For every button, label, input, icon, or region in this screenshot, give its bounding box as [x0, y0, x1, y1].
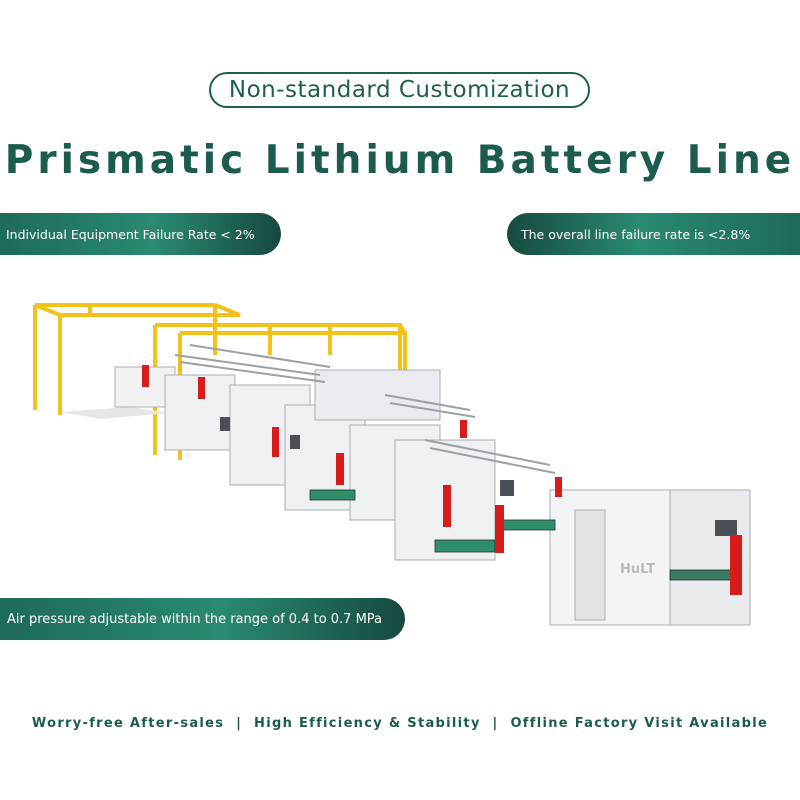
- equipment-failure-text: Individual Equipment Failure Rate < 2%: [6, 226, 255, 242]
- machine-brand-label: HuLT: [620, 562, 655, 577]
- machine-blocks: [114, 366, 751, 626]
- customization-tag-text: Non-standard Customization: [228, 77, 571, 103]
- air-pressure-text: Air pressure adjustable within the range…: [7, 611, 383, 627]
- page-title: Prismatic Lithium Battery Line: [4, 138, 796, 183]
- footer-item-aftersales: Worry-free After-sales: [31, 716, 225, 731]
- footer-item-efficiency: High Efficiency & Stability: [254, 716, 481, 731]
- control-screens: [220, 417, 737, 536]
- footer-item-factory-visit: Offline Factory Visit Available: [510, 716, 769, 731]
- production-line-illustration: HuLT: [33, 303, 751, 626]
- customization-tag: Non-standard Customization: [209, 72, 590, 108]
- conveyor-tables: [309, 489, 741, 581]
- footer-separator: |: [492, 716, 499, 731]
- operator-figures: [142, 365, 742, 595]
- footer-features: Worry-free After-sales | High Efficiency…: [0, 716, 800, 731]
- footer-separator: |: [236, 716, 243, 731]
- overhead-rails: [174, 344, 556, 474]
- line-failure-badge: The overall line failure rate is <2.8%: [507, 213, 800, 255]
- floor-mat: [60, 407, 170, 419]
- equipment-failure-badge: Individual Equipment Failure Rate < 2%: [0, 213, 281, 255]
- air-pressure-badge: Air pressure adjustable within the range…: [0, 598, 405, 640]
- line-failure-text: The overall line failure rate is <2.8%: [521, 226, 751, 242]
